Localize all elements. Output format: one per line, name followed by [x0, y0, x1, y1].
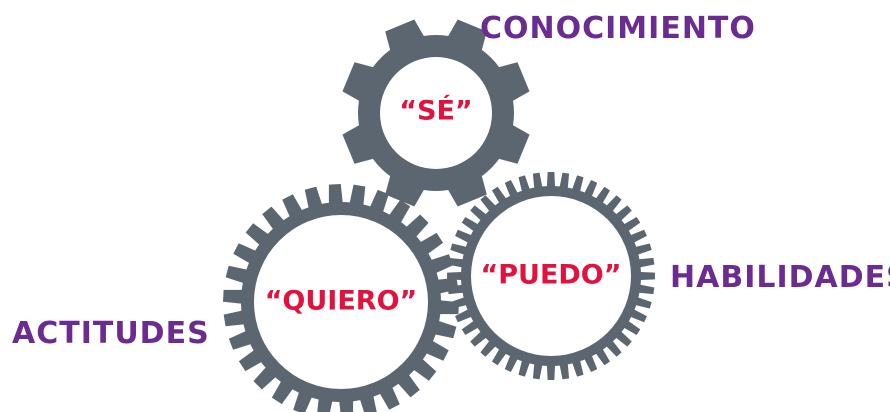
- habilidades-label: HABILIDADES: [670, 260, 890, 295]
- gear-puedo-label: “PUEDO”: [480, 260, 621, 291]
- gear-puedo-center: [471, 196, 631, 356]
- gear-se-center: [380, 57, 492, 169]
- gear-quiero-center: [254, 215, 428, 389]
- gear-se-label: “SÉ”: [399, 95, 472, 127]
- conocimiento-label: CONOCIMIENTO: [480, 11, 756, 46]
- actitudes-label: ACTITUDES: [12, 316, 210, 351]
- gear-quiero-label: “QUIERO”: [265, 286, 418, 317]
